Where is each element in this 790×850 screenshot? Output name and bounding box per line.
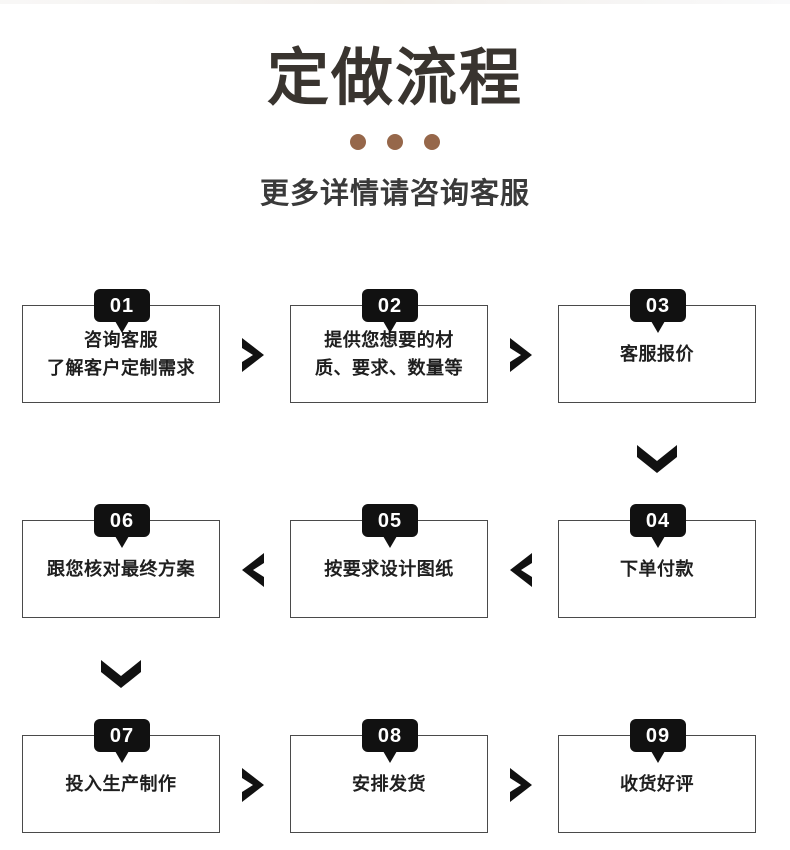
- step-number-badge: 07: [94, 719, 150, 752]
- step-number: 04: [645, 509, 671, 532]
- step-number: 09: [645, 724, 671, 747]
- chevron-down-icon: [634, 438, 680, 480]
- step-label: 下单付款: [620, 559, 694, 579]
- dot-separator: [0, 134, 790, 150]
- step-number: 07: [109, 724, 135, 747]
- separator-dot-2: [387, 134, 403, 150]
- step-number: 05: [377, 509, 403, 532]
- flow-row-3: 投入生产制作 07 安排发货 08 收货好评: [0, 719, 790, 835]
- step-number-badge: 05: [362, 504, 418, 537]
- step-number-badge: 04: [630, 504, 686, 537]
- step-number: 01: [109, 294, 135, 317]
- flow-step-07: 投入生产制作 07: [22, 719, 222, 835]
- chevron-right-icon: [233, 765, 273, 805]
- chevron-right-icon: [501, 765, 541, 805]
- separator-dot-1: [350, 134, 366, 150]
- step-label: 收货好评: [620, 774, 694, 794]
- step-label: 跟您核对最终方案: [47, 559, 195, 579]
- page-title: 定做流程: [266, 44, 523, 113]
- step-number: 03: [645, 294, 671, 317]
- chevron-down-icon: [98, 653, 144, 695]
- step-number-badge: 03: [630, 289, 686, 322]
- step-number-badge: 08: [362, 719, 418, 752]
- step-number-badge: 02: [362, 289, 418, 322]
- step-number: 02: [377, 294, 403, 317]
- step-label: 客服报价: [620, 344, 694, 364]
- step-number: 08: [377, 724, 403, 747]
- chevron-right-icon: [501, 335, 541, 375]
- step-number-badge: 09: [630, 719, 686, 752]
- step-label: 投入生产制作: [65, 774, 177, 794]
- chevron-right-icon: [233, 335, 273, 375]
- chevron-left-icon: [233, 550, 273, 590]
- step-label: 安排发货: [352, 774, 426, 794]
- flow-row-2: 跟您核对最终方案 06 按要求设计图纸 05: [0, 504, 790, 620]
- page-subtitle: 更多详情请咨询客服: [259, 178, 530, 210]
- process-flow-diagram: 咨询客服 了解客户定制需求 01 提供您想要的材 质、要求、数量等 02: [0, 289, 790, 835]
- step-label: 咨询客服 了解客户定制需求: [47, 330, 195, 378]
- flow-step-06: 跟您核对最终方案 06: [22, 504, 222, 620]
- step-label: 提供您想要的材 质、要求、数量等: [315, 330, 463, 378]
- flow-step-08: 安排发货 08: [290, 719, 490, 835]
- separator-dot-3: [424, 134, 440, 150]
- step-label: 按要求设计图纸: [324, 559, 454, 579]
- chevron-left-icon: [501, 550, 541, 590]
- flow-step-01: 咨询客服 了解客户定制需求 01: [22, 289, 222, 405]
- step-number-badge: 01: [94, 289, 150, 322]
- flow-step-09: 收货好评 09: [558, 719, 758, 835]
- header: 定做流程 更多详情请咨询客服: [0, 0, 790, 212]
- step-number-badge: 06: [94, 504, 150, 537]
- step-box: 咨询客服 了解客户定制需求: [22, 305, 220, 403]
- flow-row-1: 咨询客服 了解客户定制需求 01 提供您想要的材 质、要求、数量等 02: [0, 289, 790, 405]
- flow-step-03: 客服报价 03: [558, 289, 758, 405]
- flow-step-04: 下单付款 04: [558, 504, 758, 620]
- flow-step-05: 按要求设计图纸 05: [290, 504, 490, 620]
- flow-step-02: 提供您想要的材 质、要求、数量等 02: [290, 289, 490, 405]
- top-edge-artifact: [0, 0, 790, 4]
- step-number: 06: [109, 509, 135, 532]
